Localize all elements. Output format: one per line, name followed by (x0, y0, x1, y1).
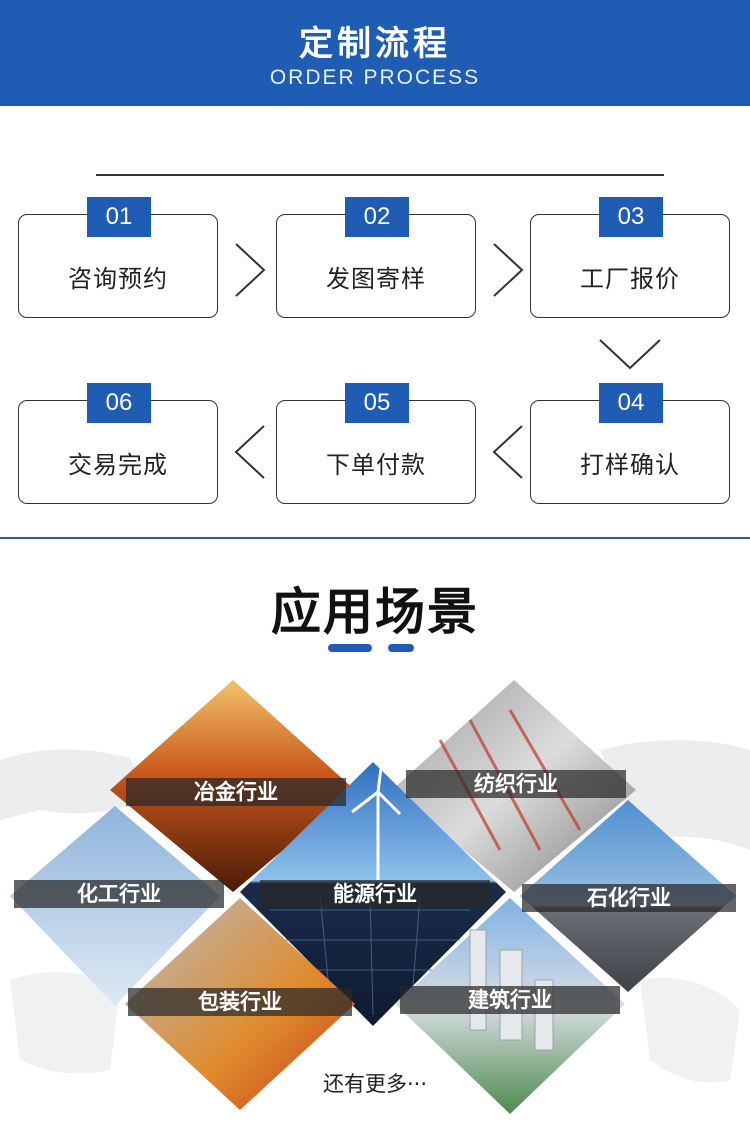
step-label: 咨询预约 (68, 265, 168, 293)
chevron-left-icon (492, 425, 523, 479)
chevron-left-icon (234, 425, 265, 479)
step-number: 05 (345, 383, 409, 423)
title-accent-dash (388, 644, 414, 652)
industry-label-construction: 建筑行业 (468, 988, 552, 1012)
banner-subtitle: ORDER PROCESS (269, 66, 481, 89)
industry-label-petrochemical: 石化行业 (587, 886, 671, 910)
step-label: 交易完成 (68, 451, 168, 479)
step-number: 03 (599, 197, 663, 237)
process-top-rule (96, 174, 664, 176)
step-card-3: 03 工厂报价 (530, 197, 730, 318)
more-text: 还有更多··· (322, 1072, 428, 1096)
industry-label-bar: 能源行业 (260, 880, 490, 908)
step-label: 打样确认 (580, 451, 680, 479)
industry-label-chemical: 化工行业 (77, 882, 161, 906)
step-card-1: 01 咨询预约 (18, 197, 218, 318)
step-card-6: 06 交易完成 (18, 383, 218, 504)
banner-title: 定制流程 (299, 24, 451, 64)
section-divider (0, 537, 750, 539)
industry-label-bar: 建筑行业 (400, 986, 620, 1014)
industry-label-packaging: 包装行业 (198, 990, 282, 1014)
step-card-4: 04 打样确认 (530, 383, 730, 504)
industry-label-textile: 纺织行业 (474, 772, 558, 796)
step-number: 06 (87, 383, 151, 423)
step-card-5: 05 下单付款 (276, 383, 476, 504)
step-card-2: 02 发图寄样 (276, 197, 476, 318)
section-title: 应用场景 (271, 583, 479, 641)
step-label: 工厂报价 (580, 265, 680, 293)
step-label: 发图寄样 (326, 265, 426, 293)
industry-label-bar: 纺织行业 (406, 770, 626, 798)
industry-label-metallurgy: 冶金行业 (194, 780, 278, 804)
chevron-right-icon (235, 243, 266, 297)
industry-label-bar: 化工行业 (14, 880, 224, 908)
industry-label-bar: 包装行业 (128, 988, 352, 1016)
step-number: 04 (599, 383, 663, 423)
industry-label-energy: 能源行业 (333, 882, 417, 906)
title-accent-dash (328, 644, 372, 652)
industry-label-bar: 冶金行业 (126, 778, 346, 806)
step-number: 02 (345, 197, 409, 237)
chevron-down-icon (599, 339, 661, 370)
industry-label-bar: 石化行业 (522, 884, 736, 912)
step-number: 01 (87, 197, 151, 237)
step-label: 下单付款 (326, 451, 426, 479)
chevron-right-icon (493, 243, 524, 297)
world-map-backdrop (0, 740, 750, 1083)
banner: 定制流程 ORDER PROCESS (0, 0, 750, 106)
